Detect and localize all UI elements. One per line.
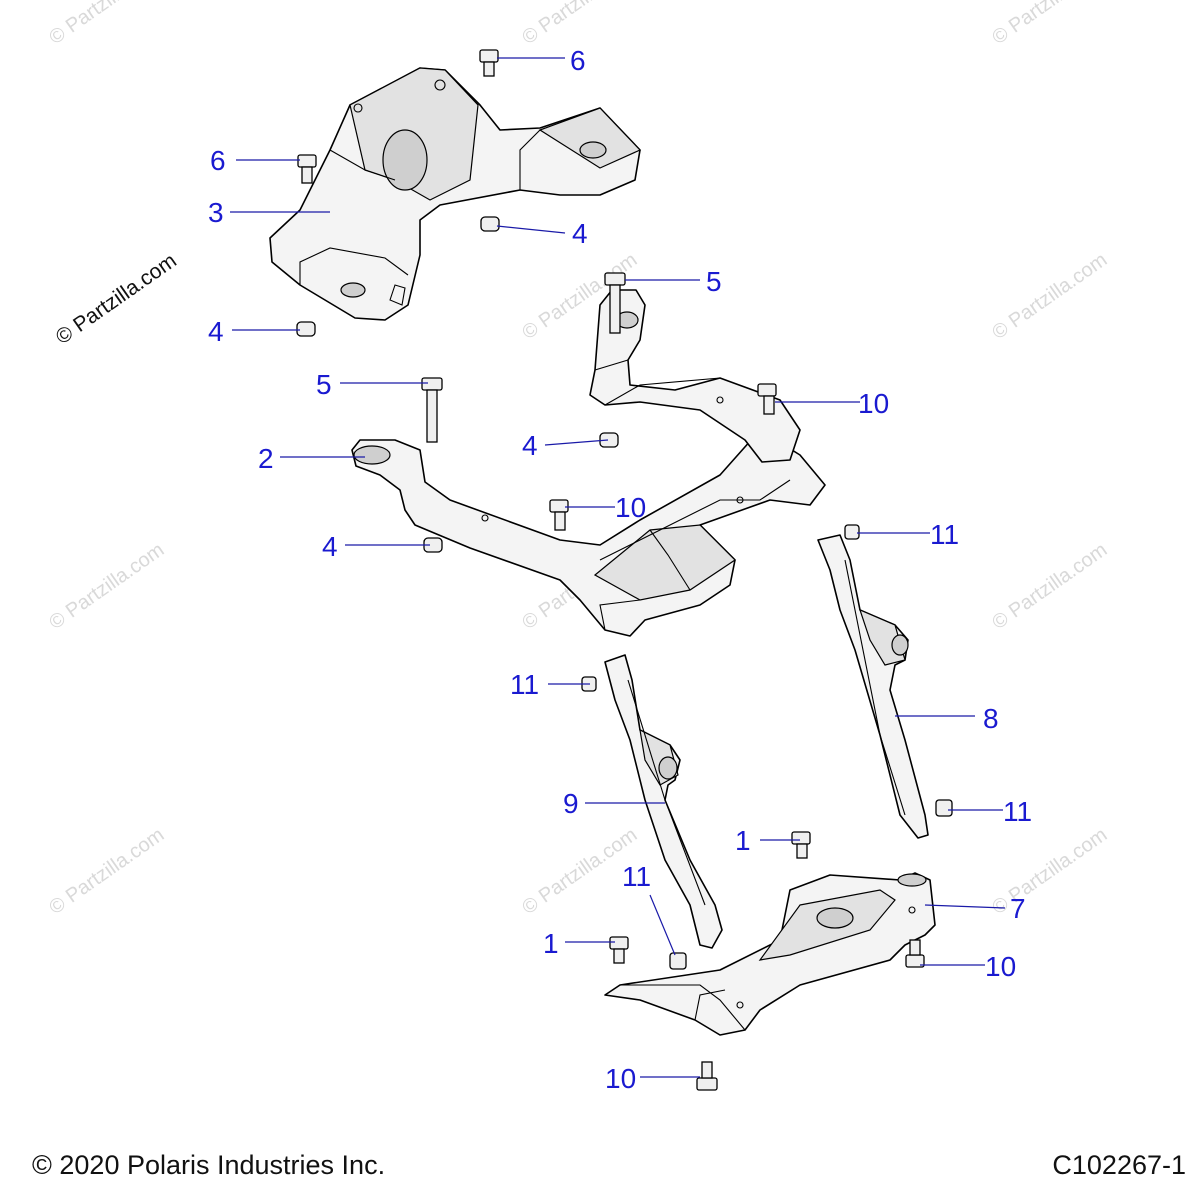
hardware-group [296, 49, 953, 1091]
bolt-10-bottom [696, 1061, 718, 1091]
callout-4: 4 [522, 430, 538, 461]
callout-2: 2 [258, 443, 274, 474]
nut-11-right [935, 799, 953, 817]
callout-4: 4 [572, 218, 588, 249]
callout-11: 11 [510, 669, 539, 700]
part-9-left-rail [604, 654, 723, 949]
callout-1: 1 [735, 825, 751, 856]
part-5-bracket-riser [589, 289, 801, 463]
watermark: © Partzilla.com [518, 0, 641, 49]
callout-5: 5 [316, 369, 332, 400]
callout-5: 5 [706, 266, 722, 297]
part-2-lower-frame [351, 429, 826, 637]
watermark: © Partzilla.com [45, 539, 168, 634]
nut-11-lower [669, 952, 687, 970]
callout-4: 4 [208, 316, 224, 347]
nut-11-upper [844, 524, 860, 540]
callout-11: 11 [622, 861, 651, 892]
callout-7: 7 [1010, 893, 1026, 924]
callout-10: 10 [858, 388, 889, 419]
part-8-right-rail [817, 534, 929, 839]
callout-11: 11 [1003, 796, 1032, 827]
callout-10: 10 [605, 1063, 636, 1094]
part-3-upper-bracket [269, 67, 642, 321]
bolt-5-left [421, 377, 443, 443]
watermark: © Partzilla.com [988, 0, 1111, 49]
copyright-text: © 2020 Polaris Industries Inc. [32, 1150, 386, 1180]
callout-6: 6 [570, 45, 586, 76]
bolt-10-right [757, 383, 777, 415]
callout-9: 9 [563, 788, 579, 819]
callout-11: 11 [930, 519, 959, 550]
watermark: © Partzilla.com [45, 824, 168, 919]
callout-10: 10 [615, 492, 646, 523]
grommet-4-middle [599, 432, 619, 448]
grommet-4-upper [480, 216, 500, 232]
brand-watermark: © Partzilla.com [52, 249, 181, 349]
diagram-code: C102267-1 [1052, 1150, 1186, 1180]
callout-8: 8 [983, 703, 999, 734]
part-7-crossmember [604, 872, 936, 1036]
callout-3: 3 [208, 197, 224, 228]
watermark: © Partzilla.com [45, 0, 168, 49]
bolt-1-right [791, 831, 811, 859]
bolt-6-left [297, 154, 317, 184]
callout-4: 4 [322, 531, 338, 562]
bolt-5-right [604, 272, 626, 334]
bolt-10-lower-right [905, 939, 925, 968]
bolt-6-top [479, 49, 499, 77]
watermark: © Partzilla.com [988, 249, 1111, 344]
callout-10: 10 [985, 951, 1016, 982]
bolt-1-left [609, 936, 629, 964]
callout-labels: 6 6 3 4 4 5 5 10 4 2 10 4 11 11 8 9 11 1… [208, 45, 1032, 1094]
callout-1: 1 [543, 928, 559, 959]
callout-6: 6 [210, 145, 226, 176]
bolt-10-middle [549, 499, 569, 531]
watermark: © Partzilla.com [988, 824, 1111, 919]
leader-lines [230, 57, 1006, 1078]
watermark: © Partzilla.com [988, 539, 1111, 634]
grommet-4-left [296, 321, 316, 337]
